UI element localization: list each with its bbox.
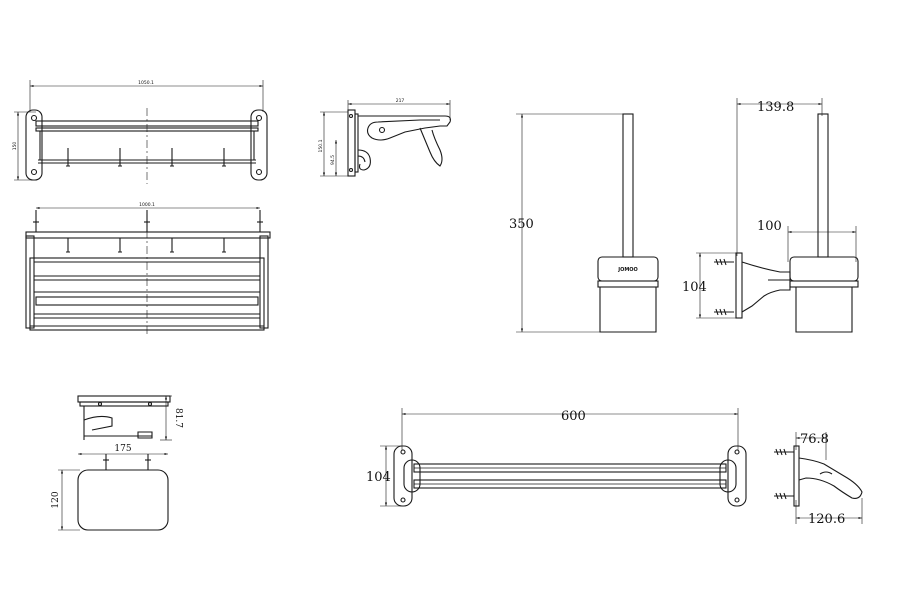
towel-bar-depth-label: 120.6: [808, 512, 845, 527]
shelf-hook-span-label: 1000.1: [139, 202, 155, 208]
shelf-side-view: 217 150.1 94.5: [318, 98, 451, 177]
brush-brand-mark: JOMOO: [617, 267, 638, 273]
holder-width-label: 175: [114, 444, 131, 454]
brush-front-view: 350 JOMOO: [509, 113, 659, 333]
shelf-side-depth-label: 217: [396, 98, 405, 104]
shelf-side-h2-label: 94.5: [330, 155, 336, 165]
brush-depth-label: 139.8: [757, 100, 794, 115]
brush-side-view: 139.8 100 104: [682, 98, 859, 333]
towel-bar-projection-label: 76.8: [800, 432, 829, 447]
holder-height-label: 81.7: [173, 408, 183, 428]
paper-holder-views: 81.7 175 120: [51, 395, 183, 531]
shelf-plan-view: 1000.1: [25, 202, 271, 334]
brush-height-label: 350: [509, 217, 534, 232]
towel-bar-front-view: 600 104: [366, 408, 747, 507]
towel-bar-side-view: 76.8 120.6: [774, 432, 863, 527]
shelf-height-label: 150: [12, 142, 18, 151]
brush-mount-height-label: 104: [682, 280, 707, 295]
brush-cup-width-label: 100: [757, 219, 782, 234]
towel-bar-length-label: 600: [561, 409, 586, 424]
shelf-side-h1-label: 150.1: [318, 139, 324, 152]
shelf-width-label: 1050.1: [138, 80, 154, 86]
holder-depth-label: 120: [51, 491, 61, 508]
towel-bar-mount-height-label: 104: [366, 470, 391, 485]
shelf-front-view: 1050.1 150: [12, 80, 268, 184]
